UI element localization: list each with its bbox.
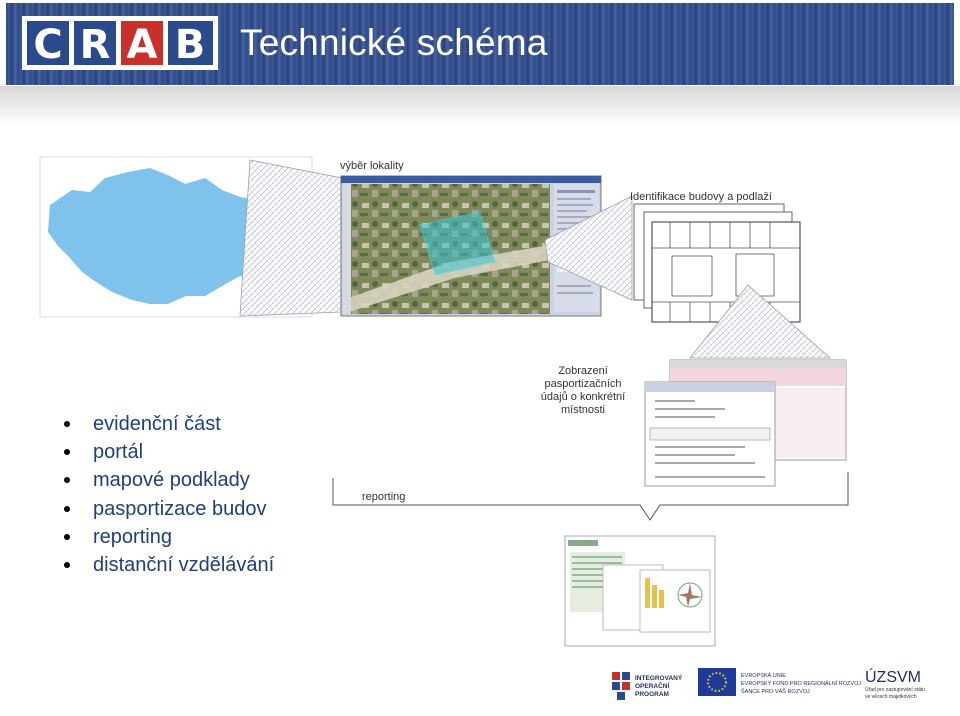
feature-item: mapové podklady: [60, 466, 274, 494]
logo-letter: B: [175, 22, 206, 68]
feature-item: evidenční část: [60, 410, 274, 438]
iop-logo: INTEGROVANÝ OPERAČNÍ PROGRAM: [612, 672, 683, 700]
eu-flag-logo: EVROPSKÁ UNIE EVROPSKÝ FOND PRO REGIONÁL…: [698, 668, 861, 696]
footer-logos: INTEGROVANÝ OPERAČNÍ PROGRAM EVROPSKÁ UN…: [600, 660, 958, 714]
label-identify-building: Identifikace budovy a podlaží: [630, 191, 772, 203]
logo-letter: A: [127, 22, 158, 68]
label-line: pasportizačních: [544, 378, 621, 390]
eu-line: EVROPSKÁ UNIE: [741, 672, 786, 679]
logo-letter: C: [33, 22, 62, 68]
uzsvm-line: Úřad pro zastupování státu: [865, 686, 925, 693]
page-title: Technické schéma: [240, 22, 548, 64]
eu-line: EVROPSKÝ FOND PRO REGIONÁLNÍ ROZVOJ: [741, 680, 861, 687]
label-reporting: reporting: [362, 491, 405, 503]
zoom-cone: [240, 160, 342, 316]
uzsvm-title: ÚZSVM: [865, 667, 921, 686]
uzsvm-logo: ÚZSVM Úřad pro zastupování státu ve věce…: [865, 667, 925, 700]
feature-item: pasportizace budov: [60, 495, 274, 523]
feature-list: evidenční část portál mapové podklady pa…: [60, 410, 274, 579]
label-line: místnosti: [561, 404, 605, 416]
bullet-icon: [64, 449, 70, 455]
crab-logo: C R A B: [22, 16, 218, 70]
feature-item: portál: [60, 438, 274, 466]
feature-item: distanční vzdělávání: [60, 551, 274, 579]
label-line: Zobrazení: [558, 365, 608, 377]
iop-line: OPERAČNÍ: [635, 681, 670, 690]
passport-screens: [645, 360, 846, 486]
iop-line: INTEGROVANÝ: [635, 673, 683, 682]
label-passport-display: Zobrazení pasportizačních údajů o konkré…: [541, 365, 625, 416]
bullet-icon: [64, 562, 70, 568]
bullet-icon: [64, 534, 70, 540]
bullet-icon: [64, 506, 70, 512]
floor-plan-stack: [634, 204, 800, 322]
eu-line: ŠANCE PRO VÁŠ ROZVOJ: [741, 688, 810, 695]
feature-item: reporting: [60, 523, 274, 551]
label-line: údajů o konkrétní: [541, 391, 625, 403]
uzsvm-line: ve věcech majetkových: [865, 694, 917, 700]
iop-line: PROGRAM: [635, 691, 669, 698]
reporting-screens: [565, 536, 715, 646]
bullet-icon: [64, 421, 70, 427]
bullet-icon: [64, 477, 70, 483]
label-select-location: výběr lokality: [340, 160, 404, 172]
logo-letter: R: [80, 22, 111, 68]
